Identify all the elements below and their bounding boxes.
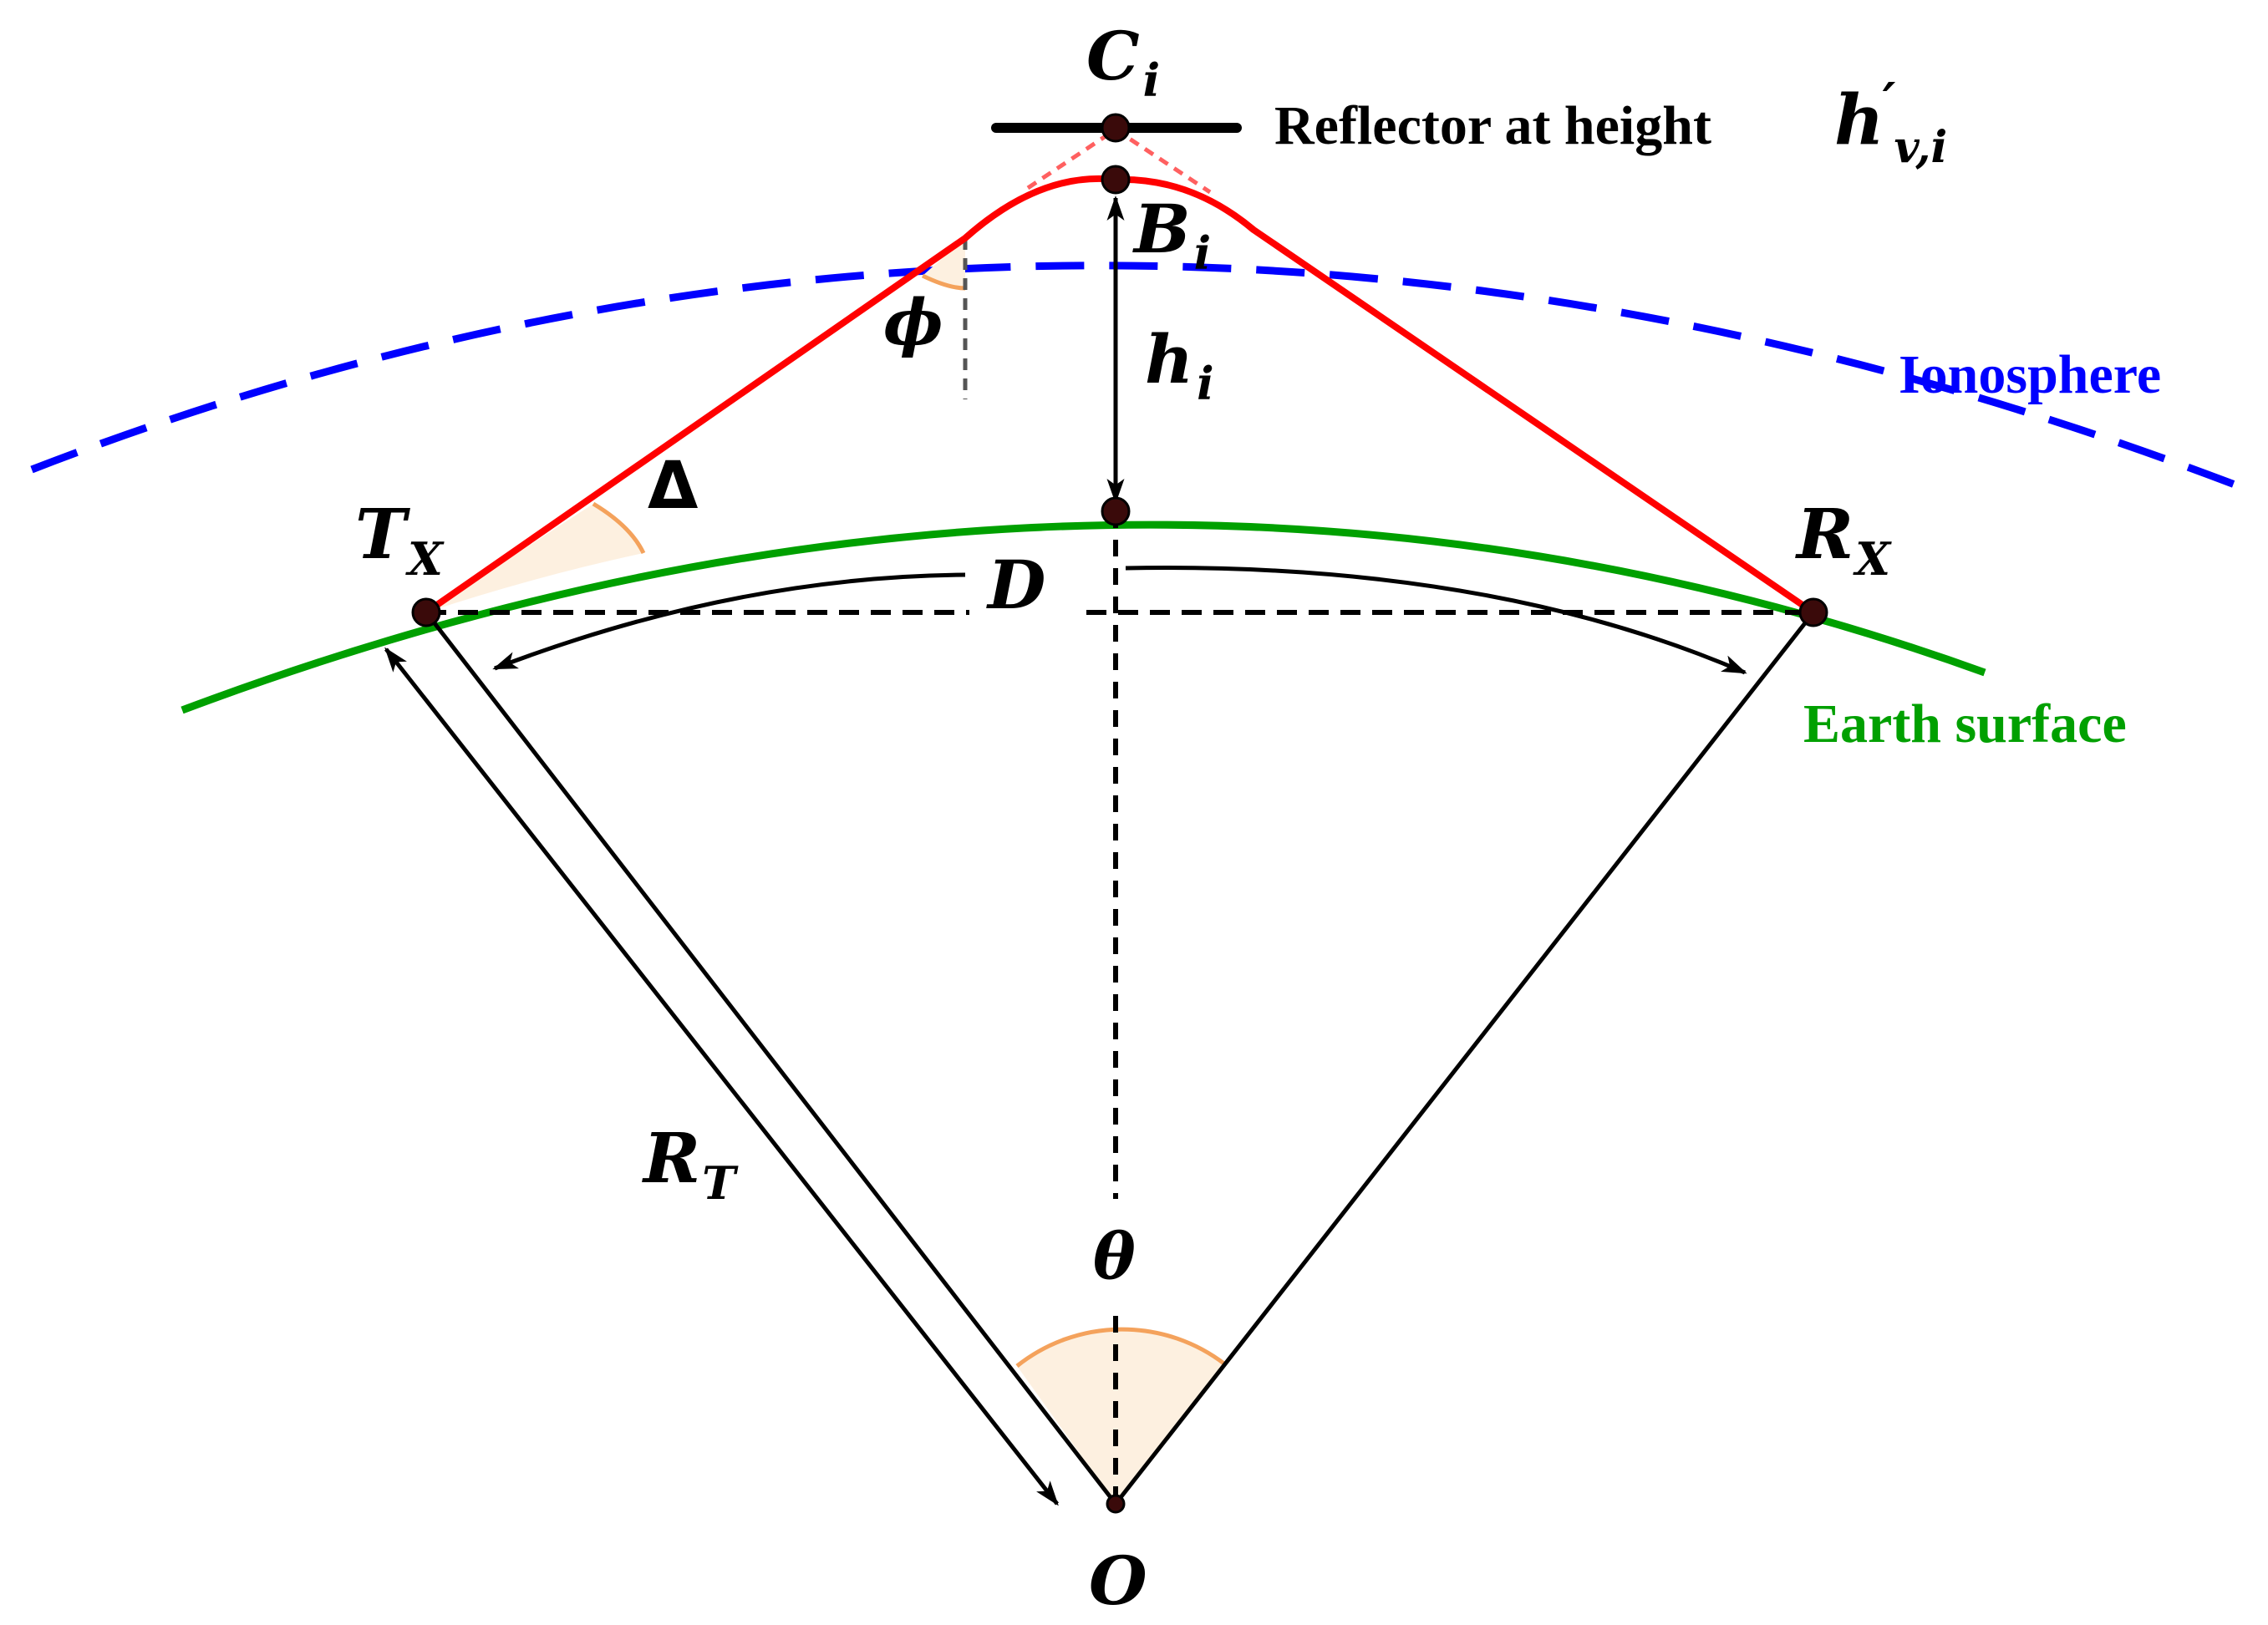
apex-point-bi [1101, 165, 1131, 195]
earth-top-point [1101, 496, 1131, 526]
receiver-point [1798, 597, 1828, 627]
theta-label: θ [1093, 1219, 1136, 1293]
transmitter-point [411, 597, 441, 627]
radius-line-rx [1114, 611, 1815, 1506]
virtual-ray-up [1026, 127, 1117, 190]
distance-arrow-right [1125, 566, 1747, 675]
phi-angle-sector [923, 238, 965, 288]
receiver-label: RX [1795, 495, 1892, 586]
center-point-o [1106, 1494, 1126, 1514]
earth-surface-label: Earth surface [1803, 693, 2127, 754]
phi-label: ϕ [883, 285, 943, 359]
height-label: hi [1145, 320, 1214, 410]
virtual-ray-down [1114, 127, 1212, 195]
delta-angle-sector [426, 504, 643, 612]
radius-line-tx [425, 611, 1117, 1506]
radius-double-arrow [384, 647, 1059, 1506]
reflector-height-label: h′v,i [1834, 73, 1947, 173]
ionosphere-label: Ionosphere [1899, 344, 2161, 405]
delta-label: Δ [648, 449, 698, 524]
reflector-point-label: Ci [1086, 17, 1160, 107]
distance-arrow-left [492, 572, 966, 671]
radius-label: RT [642, 1119, 739, 1210]
phi-angle-arc [921, 273, 966, 291]
reflector-point-ci [1101, 113, 1131, 143]
transmitter-label: TX [355, 495, 445, 586]
apex-point-label: Bi [1132, 190, 1211, 280]
theta-angle-sector [1017, 1329, 1225, 1504]
distance-label: D [986, 546, 1045, 624]
center-label: O [1089, 1541, 1147, 1620]
ionosphere-arc [30, 262, 2258, 497]
delta-angle-arc [592, 501, 646, 555]
earth-surface-arc [181, 521, 1986, 714]
reflector-caption: Reflector at height [1274, 95, 1711, 156]
